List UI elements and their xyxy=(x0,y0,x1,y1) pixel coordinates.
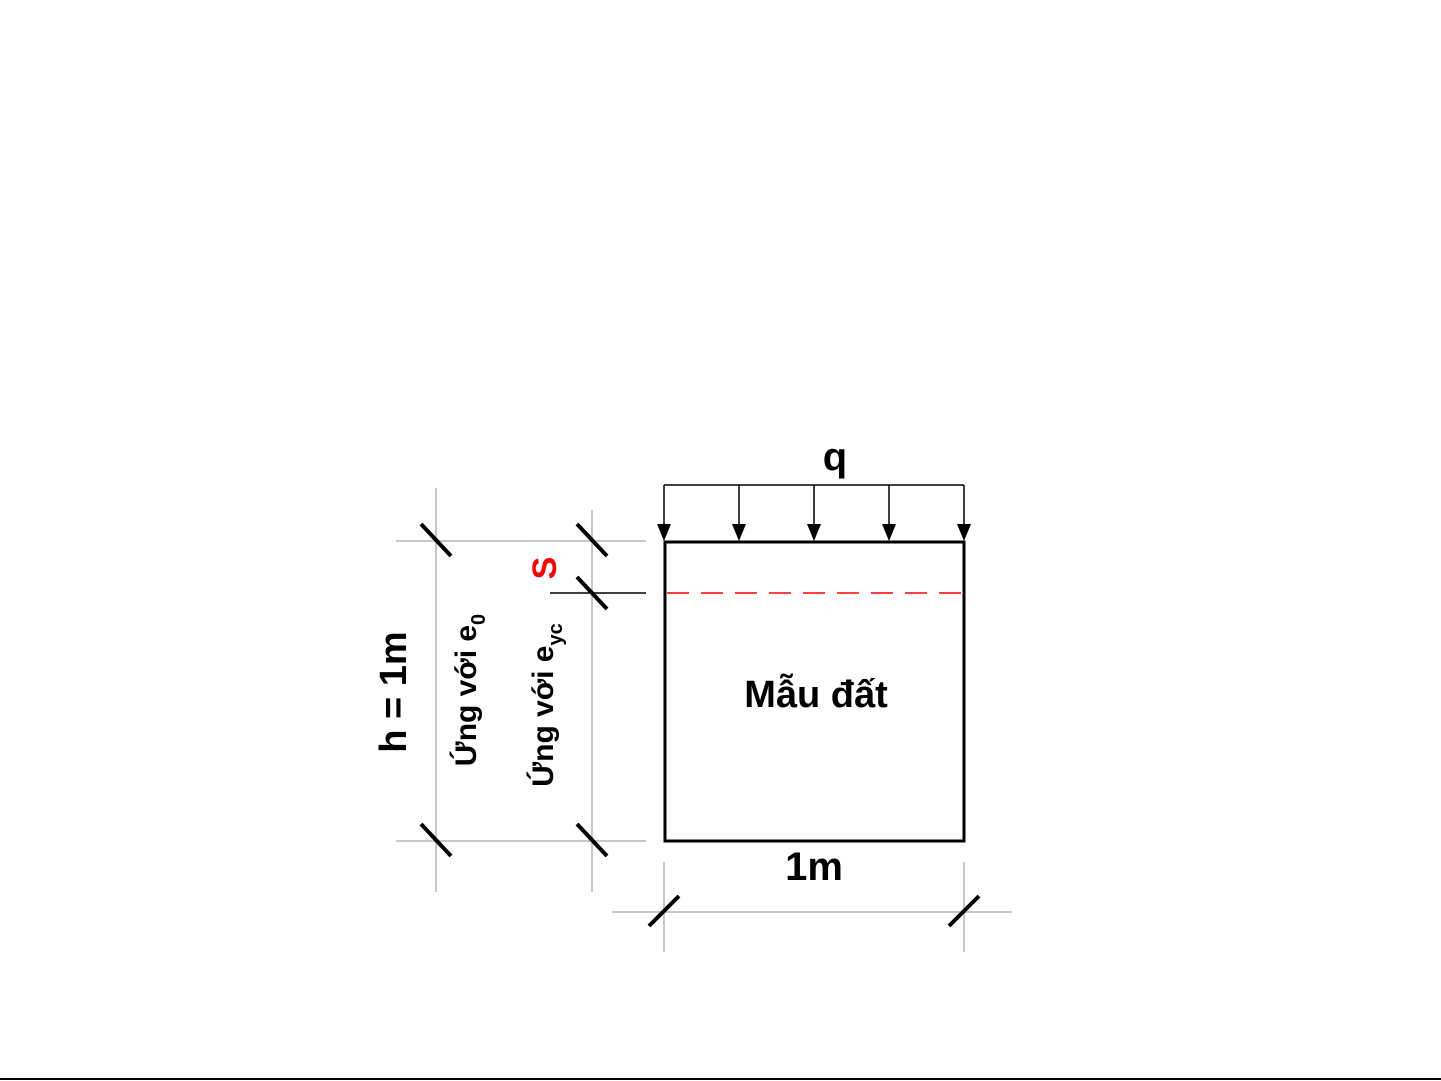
dimension-ticks xyxy=(421,524,979,926)
load-arrowhead xyxy=(657,524,671,541)
extension-lines xyxy=(396,488,1012,952)
eyc-label-main: Ứng với e xyxy=(526,646,560,787)
e0-label-main: Ứng với e xyxy=(449,625,483,766)
distributed-load xyxy=(657,485,971,541)
load-arrowhead xyxy=(957,524,971,541)
eyc-label-sub: yc xyxy=(545,623,567,645)
sample-label: Mẫu đất xyxy=(744,672,888,716)
eyc-label: Ứng với eyc xyxy=(526,623,567,787)
height-label: h = 1m xyxy=(373,631,415,752)
e0-label-sub: 0 xyxy=(468,614,490,625)
load-label: q xyxy=(823,435,847,479)
width-label: 1m xyxy=(785,845,843,889)
e0-label: Ứng với e0 xyxy=(449,614,490,766)
settlement-label: S xyxy=(526,557,564,580)
load-arrowhead xyxy=(882,524,896,541)
load-arrowhead xyxy=(807,524,821,541)
load-arrowhead xyxy=(732,524,746,541)
